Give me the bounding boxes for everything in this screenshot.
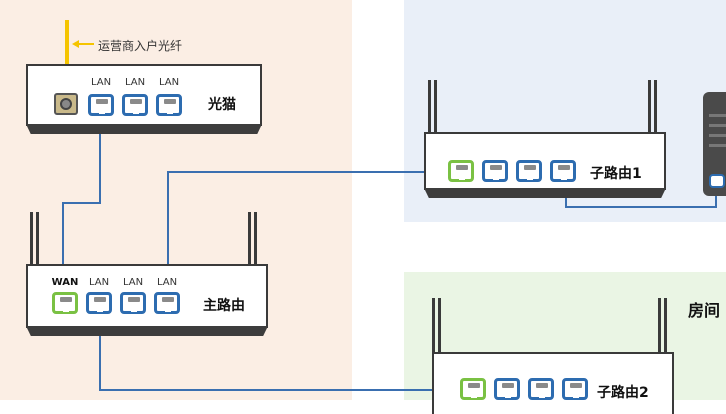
modem-lan-port[interactable] [122, 94, 148, 116]
sub1-lan-port[interactable] [516, 160, 542, 182]
modem-port-label: LAN [124, 77, 146, 88]
main-port-label: LAN [88, 277, 110, 288]
antenna [658, 298, 661, 354]
modem-port-label: LAN [158, 77, 180, 88]
antenna [438, 298, 441, 354]
sub1-wan-port[interactable] [448, 160, 474, 182]
antenna [254, 212, 257, 266]
modem-name: 光猫 [208, 97, 236, 113]
sub-router-1-name: 子路由1 [590, 166, 642, 182]
room-label: 房间 [688, 301, 721, 320]
main-wan-port[interactable] [52, 292, 78, 314]
main-lan-port[interactable] [86, 292, 112, 314]
antenna [248, 212, 251, 266]
modem-port-label: LAN [90, 77, 112, 88]
modem-lan-port[interactable] [88, 94, 114, 116]
sub1-lan-port[interactable] [550, 160, 576, 182]
cable-main-to-sub1 [167, 171, 448, 290]
antenna [654, 80, 657, 134]
main-port-label: WAN [51, 277, 79, 288]
sub2-lan-port[interactable] [562, 378, 588, 400]
antenna [434, 80, 437, 134]
antenna [36, 212, 39, 266]
sub-router-2-name: 子路由2 [597, 385, 649, 401]
sub2-lan-port[interactable] [494, 378, 520, 400]
main-router-name: 主路由 [203, 298, 245, 314]
sub2-wan-port[interactable] [460, 378, 486, 400]
main-port-label: LAN [122, 277, 144, 288]
fiber-label: 运营商入户光纤 [98, 39, 183, 53]
main-lan-port[interactable] [154, 292, 180, 314]
modem-lan-port[interactable] [156, 94, 182, 116]
antenna [428, 80, 431, 134]
antenna [432, 298, 435, 354]
main-lan-port[interactable] [120, 292, 146, 314]
cable-main-to-sub2 [99, 315, 460, 391]
sub2-lan-port[interactable] [528, 378, 554, 400]
fiber-port [54, 93, 78, 115]
antenna [648, 80, 651, 134]
sub1-lan-port[interactable] [482, 160, 508, 182]
fiber-arrowhead [72, 40, 79, 48]
antenna [664, 298, 667, 354]
device-lan-port[interactable] [709, 174, 725, 188]
antenna [30, 212, 33, 266]
cable-modem-to-wan [62, 116, 101, 290]
main-port-label: LAN [156, 277, 178, 288]
cable-diagram [62, 20, 717, 391]
network-device [703, 92, 726, 196]
